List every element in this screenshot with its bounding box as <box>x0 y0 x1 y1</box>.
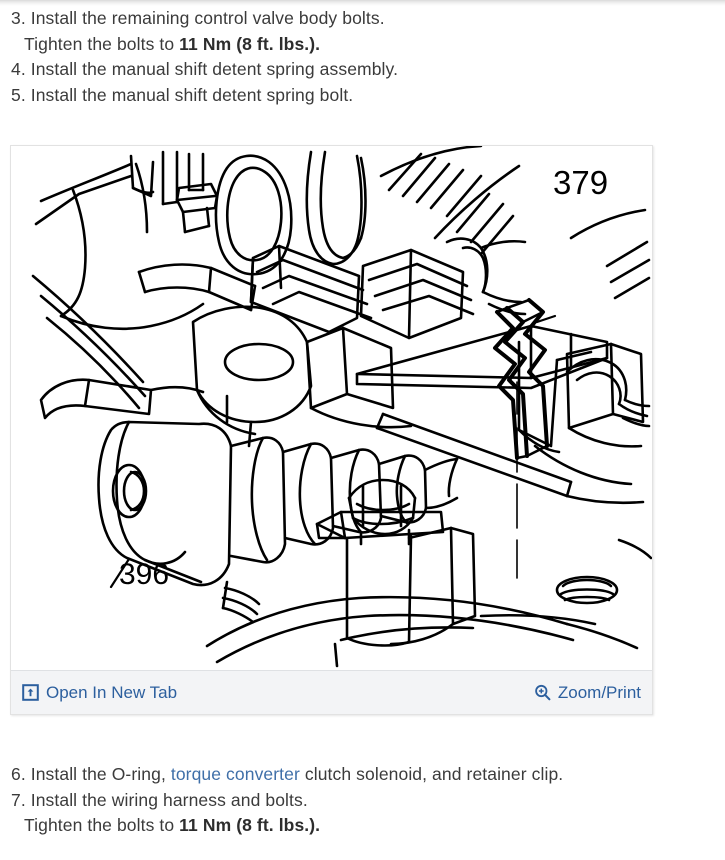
open-in-new-tab-button[interactable]: Open In New Tab <box>22 684 177 701</box>
instruction-line: 5. Install the manual shift detent sprin… <box>11 83 711 109</box>
instruction-steps-bottom: 6. Install the O-ring, torque converter … <box>11 762 711 839</box>
callout-379: 379 <box>553 164 608 201</box>
instruction-text: 3. Install the remaining control valve b… <box>11 8 385 28</box>
figure-toolbar: Open In New Tab Zoom/Print <box>11 670 652 714</box>
instruction-line: 6. Install the O-ring, torque converter … <box>11 762 711 788</box>
instruction-text: 5. Install the manual shift detent sprin… <box>11 84 354 105</box>
instruction-text: 7. Install the wiring harness and bolts. <box>11 789 308 810</box>
instruction-text: 4. Install the manual shift detent sprin… <box>11 59 399 79</box>
open-in-new-tab-label: Open In New Tab <box>46 683 178 702</box>
instruction-text: Tighten the bolts to <box>24 815 180 835</box>
technical-illustration: 379 396 <box>11 146 652 670</box>
open-in-new-tab-icon <box>22 684 39 701</box>
instruction-text: 6. Install the O-ring, <box>11 764 171 784</box>
torque-value: 11 Nm (8 ft. lbs.). <box>179 815 321 835</box>
instruction-line: 4. Install the manual shift detent sprin… <box>11 57 711 83</box>
figure-panel: 379 396 Open In New Tab <box>10 145 653 715</box>
instruction-line: Tighten the bolts to 11 Nm (8 ft. lbs.). <box>11 813 711 839</box>
top-edge-gradient <box>0 0 725 6</box>
instruction-line: 7. Install the wiring harness and bolts. <box>11 788 711 814</box>
instruction-line: Tighten the bolts to 11 Nm (8 ft. lbs.). <box>11 32 711 58</box>
instruction-text: clutch solenoid, and retainer clip. <box>299 764 564 784</box>
instruction-line: 3. Install the remaining control valve b… <box>11 6 711 32</box>
instruction-text: Tighten the bolts to <box>24 33 180 54</box>
instruction-steps-top: 3. Install the remaining control valve b… <box>11 6 711 108</box>
torque-converter-link[interactable]: torque converter <box>170 764 300 784</box>
zoom-print-button[interactable]: Zoom/Print <box>534 684 641 701</box>
torque-value: 11 Nm (8 ft. lbs.). <box>179 33 321 54</box>
zoom-print-label: Zoom/Print <box>557 683 641 702</box>
magnifier-plus-icon <box>534 684 551 701</box>
callout-396: 396 <box>119 558 169 591</box>
